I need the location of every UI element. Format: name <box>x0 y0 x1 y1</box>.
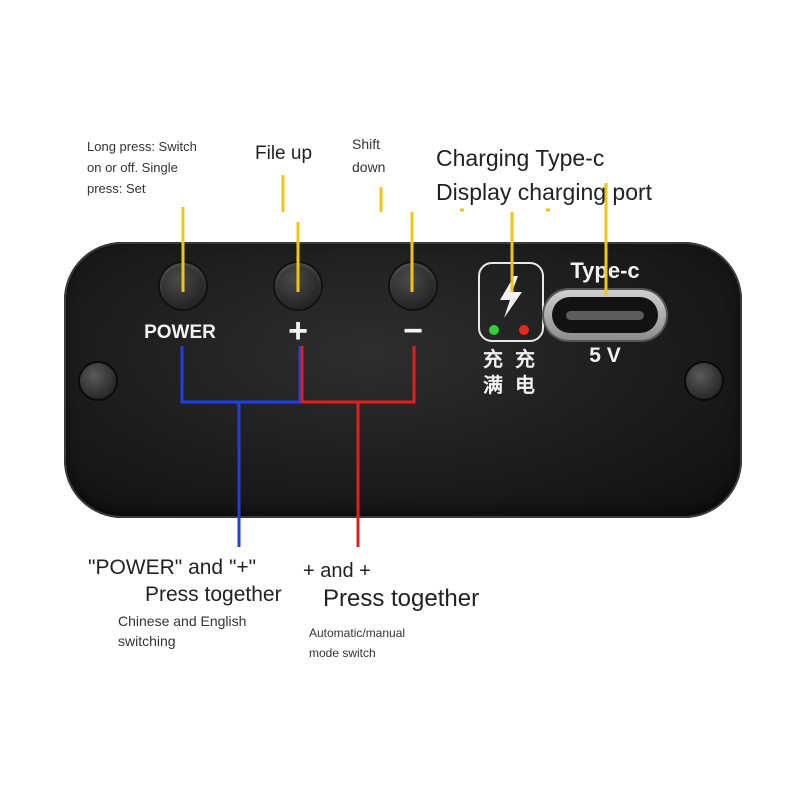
plus-minus-subtitle: Press together <box>323 585 480 612</box>
plus-minus-title: + and + <box>303 560 371 582</box>
power-button-note: Long press: Switch on or off. Single pre… <box>87 136 197 199</box>
plus-minus-combo: + and + Press together Automatic/manual … <box>303 560 479 663</box>
power-note-line: on or off. Single <box>87 160 178 175</box>
charging-note-line: Display charging port <box>436 179 653 205</box>
power-plus-note-line: Chinese and English <box>118 613 247 629</box>
power-note-line: press: Set <box>87 181 146 196</box>
power-combo-line <box>180 346 302 547</box>
charging-indicator-char: 电 <box>515 373 535 397</box>
power-note-line: Long press: Switch <box>87 139 197 154</box>
left-screw-icon <box>80 363 116 399</box>
full-indicator-char: 充 <box>483 347 503 371</box>
plus-label: + <box>288 312 308 350</box>
charging-indicator-char: 充 <box>515 347 535 371</box>
power-plus-subtitle: Press together <box>145 583 282 606</box>
charging-port-note: Charging Type-c Display charging port <box>436 141 652 209</box>
full-led-icon <box>489 325 499 335</box>
power-label: POWER <box>144 322 216 343</box>
charging-led-icon <box>519 325 529 335</box>
plus-minus-note-line: mode switch <box>309 646 376 660</box>
plus-minus-note-line: Automatic/manual <box>309 626 406 640</box>
full-indicator-char: 满 <box>483 373 503 397</box>
voltage-label: 5 V <box>589 344 621 367</box>
plus-minus-note: Automatic/manual mode switch <box>309 623 479 663</box>
power-plus-note-line: switching <box>118 633 176 649</box>
charging-indicator-label: 充 电 <box>515 346 535 398</box>
shift-down-line: down <box>352 159 386 175</box>
power-plus-title: "POWER" and "+" <box>88 556 257 579</box>
shift-down-note: Shift down <box>352 133 385 179</box>
charging-note-line: Charging Type-c <box>436 145 605 171</box>
minus-label: − <box>403 312 423 350</box>
full-indicator-label: 充 满 <box>483 346 503 398</box>
power-plus-note: Chinese and English switching <box>118 611 282 651</box>
type-c-port-tongue <box>566 311 644 320</box>
power-plus-combo: "POWER" and "+" Press together Chinese a… <box>88 556 282 651</box>
right-screw-icon <box>686 363 722 399</box>
plus-minus-combo-line <box>300 346 416 547</box>
file-up-note: File up <box>255 143 313 164</box>
shift-down-line: Shift <box>352 136 381 152</box>
